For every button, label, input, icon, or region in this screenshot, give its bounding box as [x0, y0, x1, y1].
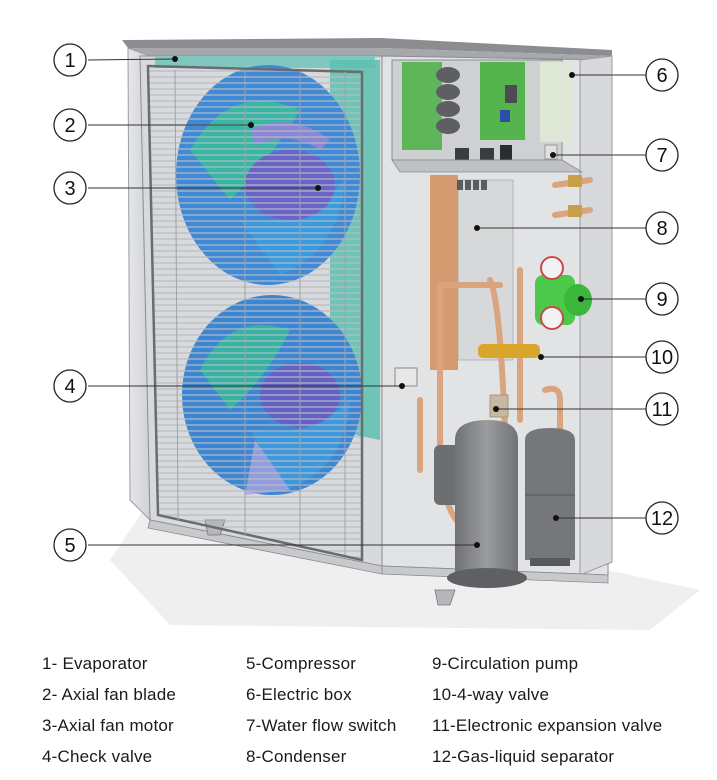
front-grille: [146, 64, 364, 562]
callout-5: 5: [53, 528, 87, 562]
legend-item-evaporator: 1- Evaporator: [42, 654, 148, 673]
condenser: [430, 175, 514, 370]
svg-text:6: 6: [656, 65, 667, 87]
legend-item-electric-box: 6-Electric box: [246, 685, 352, 704]
svg-text:5: 5: [64, 535, 75, 557]
callout-10: 10: [645, 340, 679, 374]
callout-9: 9: [645, 282, 679, 316]
compressor: [434, 420, 527, 588]
callout-2: 2: [53, 108, 87, 142]
svg-text:8: 8: [656, 218, 667, 240]
pipe-fittings: [568, 175, 582, 217]
check-valve: [394, 367, 418, 387]
legend-item-condenser: 8-Condenser: [246, 747, 347, 766]
legend-item-expansion-valve: 11-Electronic expansion valve: [432, 716, 663, 735]
svg-text:11: 11: [652, 399, 673, 421]
expansion-valve: [489, 394, 509, 418]
svg-text:2: 2: [64, 115, 75, 137]
svg-text:3: 3: [64, 178, 75, 200]
callout-3: 3: [53, 171, 87, 205]
legend-column-3: 9-Circulation pump 10-4-way valve 11-Ele…: [432, 648, 662, 772]
electric-box: [391, 59, 584, 173]
callout-7: 7: [645, 138, 679, 172]
legend-item-water-flow-switch: 7-Water flow switch: [246, 716, 397, 735]
circulation-pump: [535, 256, 592, 330]
legend-item-check-valve: 4-Check valve: [42, 747, 153, 766]
gas-liquid-separator: [525, 428, 575, 566]
callout-8: 8: [645, 211, 679, 245]
legend-column-1: 1- Evaporator 2- Axial fan blade 3-Axial…: [42, 648, 176, 772]
leaders: [87, 56, 646, 548]
legend-column-2: 5-Compressor 6-Electric box 7-Water flow…: [246, 648, 397, 772]
legend-item-axial-fan-motor: 3-Axial fan motor: [42, 716, 174, 735]
legend: 1- Evaporator 2- Axial fan blade 3-Axial…: [0, 648, 717, 778]
svg-text:10: 10: [651, 347, 673, 369]
svg-text:12: 12: [651, 508, 673, 530]
four-way-valve: [478, 344, 540, 358]
legend-item-compressor: 5-Compressor: [246, 654, 357, 673]
svg-text:4: 4: [64, 376, 75, 398]
callout-12: 12: [645, 501, 679, 535]
legend-item-four-way-valve: 10-4-way valve: [432, 685, 550, 704]
callout-6: 6: [645, 58, 679, 92]
callout-1: 1: [53, 43, 87, 77]
callout-4: 4: [53, 369, 87, 403]
heat-pump-diagram: 1 2 3 4 5 6 7 8 9 10 11 12: [53, 38, 700, 630]
svg-text:9: 9: [656, 289, 667, 311]
evaporator-strip: [155, 56, 375, 68]
callout-11: 11: [645, 392, 679, 426]
legend-item-circulation-pump: 9-Circulation pump: [432, 654, 579, 673]
svg-text:1: 1: [64, 50, 75, 72]
legend-item-axial-fan-blade: 2- Axial fan blade: [42, 685, 177, 704]
svg-text:7: 7: [656, 145, 667, 167]
legend-item-gas-liquid-separator: 12-Gas-liquid separator: [432, 747, 615, 766]
